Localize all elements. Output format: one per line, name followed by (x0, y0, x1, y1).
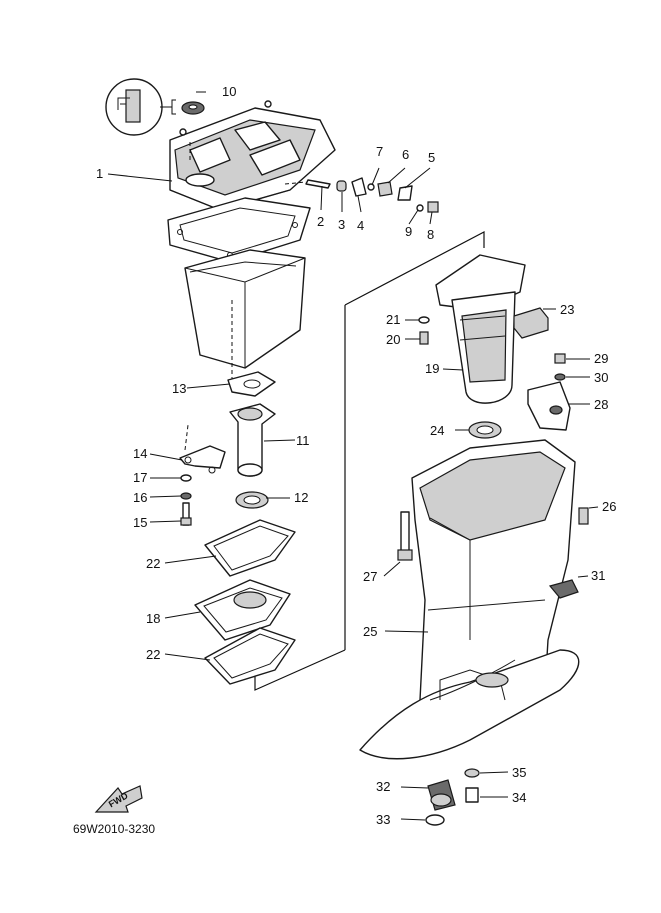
callout-21: 21 (386, 312, 400, 327)
callout-33: 33 (376, 812, 390, 827)
callout-1: 1 (96, 166, 103, 181)
part-22-gasket-upper (204, 519, 296, 577)
callout-28: 28 (594, 397, 608, 412)
part-1-upper-casing-cover (169, 100, 336, 211)
part-31-cover (548, 579, 579, 599)
part-9-washer (416, 204, 424, 212)
fwd-arrow-icon: FWD (94, 785, 143, 813)
part-2-pin (305, 179, 331, 189)
cover-gasket (167, 197, 311, 263)
callout-22-lower: 22 (146, 647, 160, 662)
inset-detail-circle (105, 78, 176, 136)
part-24-seal (468, 421, 502, 439)
callout-13: 13 (172, 381, 186, 396)
part-11-exhaust-tube (229, 403, 276, 477)
callout-27: 27 (363, 569, 377, 584)
callout-25: 25 (363, 624, 377, 639)
callout-10: 10 (222, 84, 236, 99)
diagram-code: 69W2010-3230 (73, 822, 156, 836)
callout-30: 30 (594, 370, 608, 385)
callout-15: 15 (133, 515, 147, 530)
callout-17: 17 (133, 470, 147, 485)
callout-4: 4 (357, 218, 364, 233)
assembly-frame (254, 231, 485, 691)
callout-29: 29 (594, 351, 608, 366)
parts-28-30 (527, 353, 571, 431)
callout-26: 26 (602, 499, 616, 514)
part-14-plate (179, 424, 226, 474)
callout-7: 7 (376, 144, 383, 159)
callout-23: 23 (560, 302, 574, 317)
part-12-seal (235, 491, 269, 509)
part-35-washer (464, 768, 480, 778)
callout-11: 11 (296, 433, 310, 448)
part-17-washer (180, 474, 192, 482)
part-34-bolt (465, 787, 479, 803)
callout-5: 5 (428, 150, 435, 165)
callout-35: 35 (512, 765, 526, 780)
pump-parts (425, 768, 480, 826)
part-13-gasket (227, 371, 276, 397)
callout-24: 24 (430, 423, 444, 438)
part-6-bolt (377, 181, 393, 197)
part-18-plate (194, 579, 291, 641)
fastener-stack (180, 474, 192, 526)
callout-19: 19 (425, 361, 439, 376)
part-19-guide (435, 254, 526, 404)
part-23-block (513, 307, 549, 339)
part-16-washer (180, 492, 192, 500)
part-4-clip (351, 177, 367, 197)
small-parts-group (284, 177, 439, 213)
callout-14: 14 (133, 446, 147, 461)
callout-32: 32 (376, 779, 390, 794)
part-7-ring (367, 183, 375, 191)
part-33-ring (425, 814, 445, 826)
callout-3: 3 (338, 217, 345, 232)
callout-12: 12 (294, 490, 308, 505)
part-22-gasket-lower (204, 627, 296, 685)
parts-20-21 (418, 316, 430, 345)
callout-8: 8 (427, 227, 434, 242)
callout-20: 20 (386, 332, 400, 347)
part-10-washer (181, 101, 205, 115)
part-25-lower-casing (359, 439, 580, 760)
part-3-collar (336, 180, 347, 192)
callout-2: 2 (317, 214, 324, 229)
callout-22-upper: 22 (146, 556, 160, 571)
callout-9: 9 (405, 224, 412, 239)
callout-34: 34 (512, 790, 526, 805)
part-8-bolt (427, 201, 439, 213)
leader-lines (107, 91, 599, 821)
oil-pan-body (184, 249, 306, 380)
parts-26-27 (397, 507, 589, 561)
part-5-bracket (397, 185, 413, 201)
callout-6: 6 (402, 147, 409, 162)
callout-16: 16 (133, 490, 147, 505)
callout-18: 18 (146, 611, 160, 626)
callout-31: 31 (591, 568, 605, 583)
callout-labels: 1 2 3 4 5 6 7 8 9 10 11 12 13 14 15 16 1… (96, 84, 616, 827)
